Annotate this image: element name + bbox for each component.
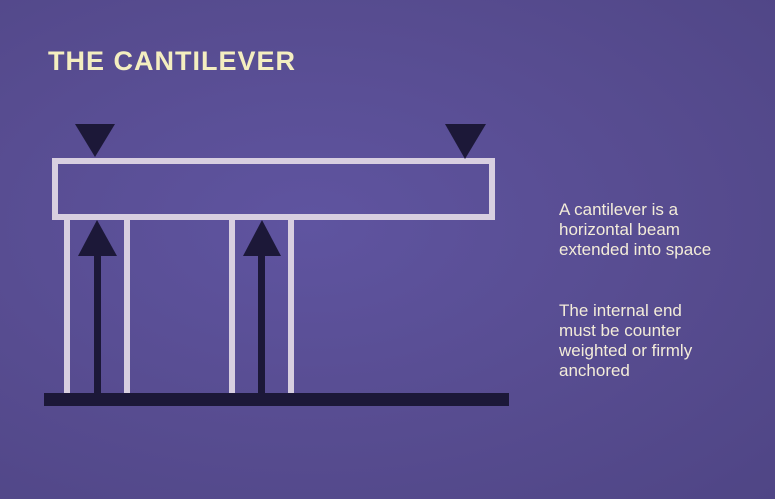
caption-line: The internal end [559, 301, 682, 320]
downward-load-arrow [75, 124, 115, 157]
caption-line: horizontal beam [559, 220, 680, 239]
caption-line: A cantilever is a [559, 200, 679, 219]
caption-line: anchored [559, 361, 630, 380]
support-post [64, 217, 70, 393]
upward-arrow [78, 220, 117, 393]
ground-line [44, 393, 509, 406]
upward-arrow [243, 220, 281, 393]
support-post [229, 217, 235, 393]
caption-line: weighted or firmly [559, 341, 693, 360]
support-post [288, 217, 294, 393]
slide-title: THE CANTILEVER [48, 46, 297, 76]
support-post [124, 217, 130, 393]
caption-anchoring: The internal end must be counter weighte… [559, 301, 769, 381]
caption-line: extended into space [559, 240, 712, 259]
caption-definition: A cantilever is a horizontal beam extend… [559, 200, 769, 260]
downward-load-arrow [445, 124, 486, 159]
caption-line: must be counter [559, 321, 681, 340]
cantilever-beam [52, 158, 495, 220]
